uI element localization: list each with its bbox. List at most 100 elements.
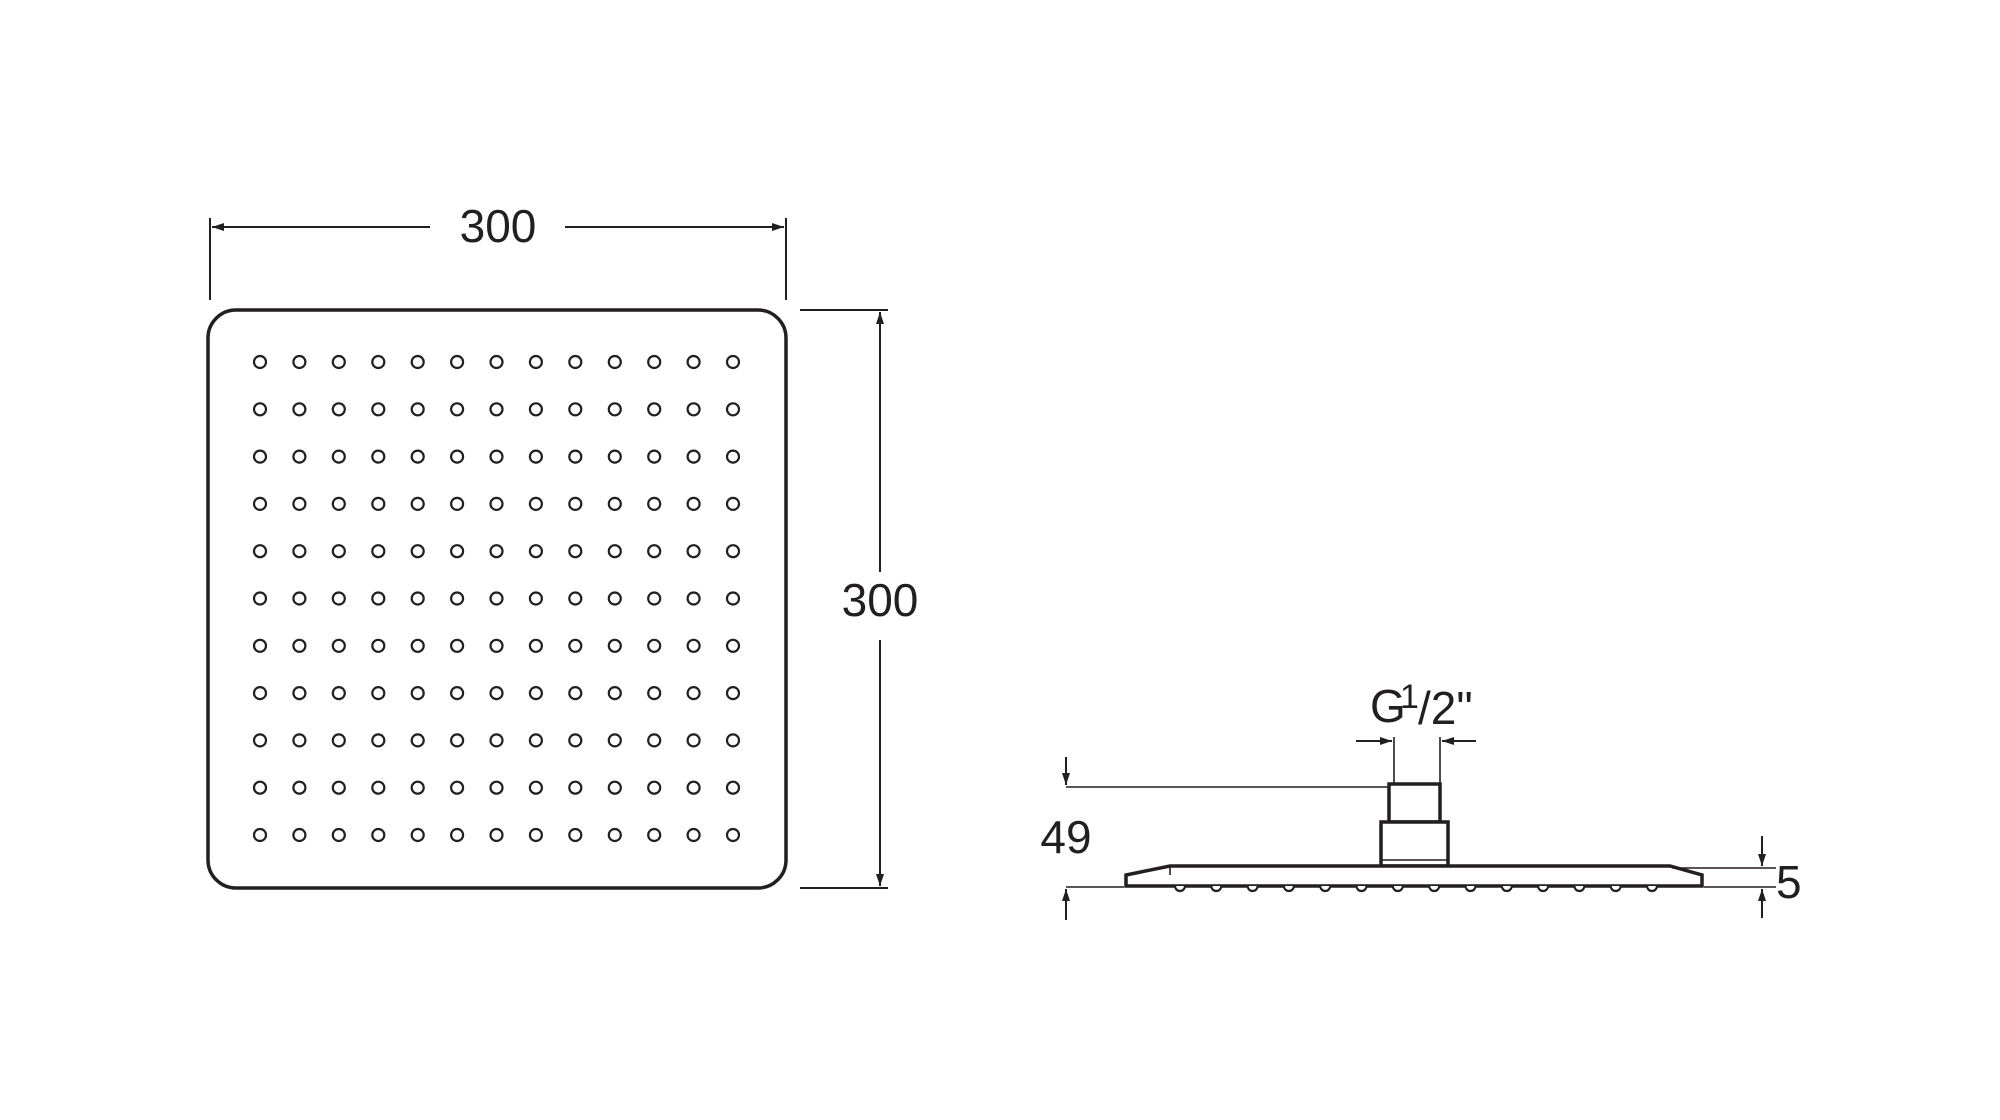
- nozzle-hole: [450, 449, 465, 464]
- nozzle-hole: [686, 449, 701, 464]
- side-nozzle: [1500, 885, 1513, 893]
- nozzle-hole: [450, 733, 465, 748]
- width-dimension: 300: [209, 200, 787, 300]
- nozzle-hole: [647, 733, 662, 748]
- nozzle-hole: [489, 449, 504, 464]
- nozzle-hole: [489, 827, 504, 843]
- total-height-label: 49: [1040, 811, 1091, 863]
- nozzle-hole: [331, 402, 346, 417]
- nozzle-hole: [528, 780, 544, 795]
- nozzle-hole: [725, 638, 741, 653]
- nozzle-hole: [647, 402, 662, 417]
- nozzle-hole: [607, 733, 622, 748]
- connection-size-label: G 1 /2": [1370, 678, 1473, 734]
- side-nozzle: [1173, 885, 1187, 893]
- nozzle-hole: [686, 685, 701, 701]
- connection-width-arrows: [1356, 737, 1476, 784]
- nozzle-hole: [410, 780, 425, 795]
- nozzle-hole: [725, 733, 741, 748]
- nozzle-hole: [292, 685, 307, 701]
- nozzle-hole: [725, 544, 741, 559]
- nozzle-hole: [331, 780, 346, 795]
- total-height-dimension: 49: [1040, 757, 1389, 920]
- nozzle-hole: [450, 591, 465, 606]
- nozzle-hole: [331, 354, 346, 370]
- nozzle-hole: [252, 449, 268, 464]
- width-label: 300: [460, 200, 537, 252]
- nozzle-hole: [450, 638, 465, 653]
- nozzle-hole: [686, 733, 701, 748]
- nozzle-hole: [725, 449, 741, 464]
- connection-denominator: /2": [1418, 682, 1473, 734]
- nozzle-hole: [252, 354, 268, 370]
- connection-g: G: [1370, 680, 1406, 732]
- nozzle-hole: [647, 354, 662, 370]
- nozzle-hole: [252, 780, 268, 795]
- nozzle-hole: [410, 354, 425, 370]
- side-view: G 1 /2" 49: [1040, 678, 1802, 920]
- side-nozzle: [1609, 885, 1622, 893]
- side-nozzle: [1537, 885, 1550, 893]
- nozzle-hole: [489, 780, 504, 795]
- height-dimension: 300: [800, 309, 918, 889]
- nozzle-hole: [489, 496, 504, 511]
- nozzle-hole: [410, 827, 425, 843]
- nozzle-hole: [450, 827, 465, 843]
- nozzle-hole: [647, 638, 662, 653]
- nozzle-hole: [331, 496, 346, 511]
- nozzle-hole: [607, 591, 622, 606]
- side-nozzle: [1282, 885, 1295, 893]
- nozzle-hole: [528, 354, 544, 370]
- nozzle-hole: [450, 496, 465, 511]
- nozzle-hole: [252, 638, 268, 653]
- nozzle-hole: [410, 496, 425, 511]
- side-nozzle: [1428, 885, 1441, 893]
- nozzle-hole: [568, 544, 583, 559]
- nozzle-hole: [489, 402, 504, 417]
- nozzle-hole: [410, 402, 425, 417]
- nozzle-hole: [489, 733, 504, 748]
- nozzle-hole: [292, 591, 307, 606]
- nozzle-hole: [331, 591, 346, 606]
- ball-joint-connector: [1379, 782, 1450, 868]
- nozzle-hole: [292, 402, 307, 417]
- svg-text:G: G: [1370, 680, 1406, 732]
- side-nozzles: [1173, 885, 1659, 893]
- side-nozzle: [1573, 885, 1586, 893]
- nozzle-hole: [607, 496, 622, 511]
- side-nozzle: [1645, 885, 1659, 893]
- nozzle-hole: [371, 544, 386, 559]
- nozzle-hole: [607, 638, 622, 653]
- nozzle-hole: [410, 733, 425, 748]
- nozzle-hole: [252, 733, 268, 748]
- nozzle-hole: [647, 496, 662, 511]
- nozzle-hole: [528, 544, 544, 559]
- nozzle-hole: [410, 638, 425, 653]
- nozzle-hole: [252, 827, 268, 843]
- nozzle-hole: [528, 733, 544, 748]
- nozzle-hole: [725, 827, 741, 843]
- nozzle-hole: [725, 402, 741, 417]
- nozzle-hole: [292, 496, 307, 511]
- nozzle-hole: [371, 449, 386, 464]
- nozzle-grid: [252, 354, 741, 843]
- side-nozzle: [1355, 885, 1368, 893]
- nozzle-hole: [292, 544, 307, 559]
- nozzle-hole: [568, 685, 583, 701]
- nozzle-hole: [331, 544, 346, 559]
- nozzle-hole: [528, 827, 544, 843]
- nozzle-hole: [725, 685, 741, 701]
- nozzle-hole: [725, 780, 741, 795]
- connection-numerator: 1: [1400, 678, 1419, 716]
- nozzle-hole: [371, 496, 386, 511]
- side-nozzle: [1464, 885, 1477, 893]
- nozzle-hole: [568, 591, 583, 606]
- nozzle-hole: [489, 544, 504, 559]
- nozzle-hole: [331, 685, 346, 701]
- side-nozzle: [1391, 885, 1404, 893]
- nozzle-hole: [489, 685, 504, 701]
- side-nozzle: [1210, 885, 1223, 893]
- nozzle-hole: [568, 638, 583, 653]
- nozzle-hole: [371, 685, 386, 701]
